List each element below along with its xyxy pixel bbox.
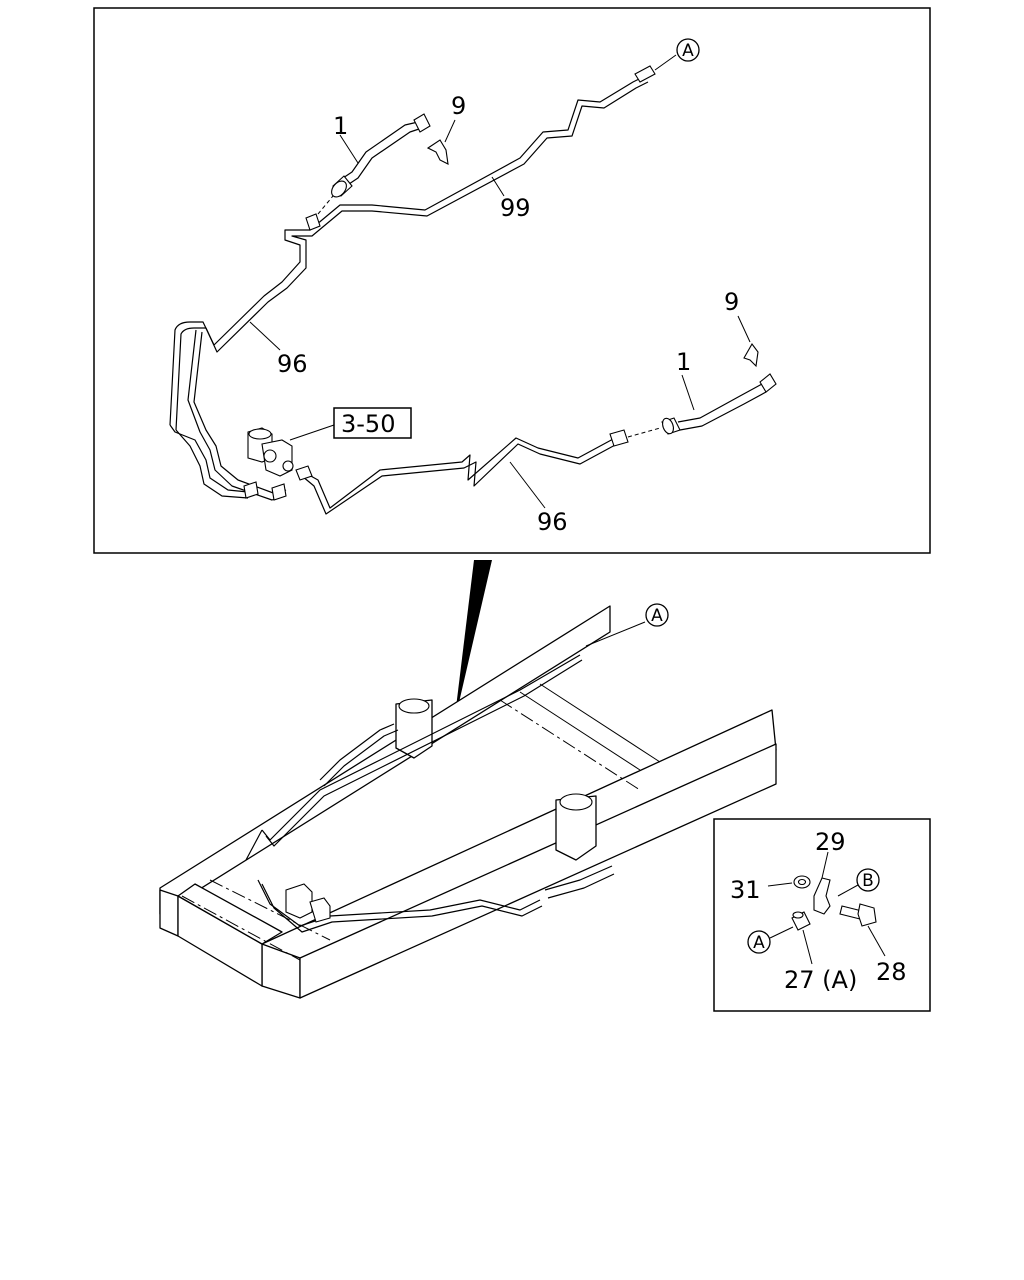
hose-1-upper-end	[413, 113, 431, 133]
pipe-99-end-fitting	[634, 65, 656, 83]
leader-96-left	[249, 321, 281, 351]
chassis-frame	[159, 605, 777, 999]
ref-box-label: 3-50	[341, 410, 395, 438]
label-1-lower: 1	[676, 348, 691, 376]
label-31: 31	[730, 876, 761, 904]
top-detail-panel: 1 9 99 96 1 9 96 3-50 A	[93, 7, 931, 554]
proportioning-valve	[247, 424, 335, 481]
label-9-upper: 9	[451, 92, 466, 120]
circle-a-inset: A	[747, 930, 771, 954]
leader-circle-b	[837, 884, 859, 897]
circle-b-label: B	[862, 871, 874, 891]
mid-spring-bracket	[555, 795, 597, 861]
brake-pipe-96-left	[169, 329, 287, 501]
label-29: 29	[815, 828, 846, 856]
pipe-96-lower-nut	[609, 429, 629, 447]
flexible-hose-1-lower	[661, 373, 777, 435]
label-9-lower: 9	[724, 288, 739, 316]
inset-border	[713, 818, 931, 1012]
leader-99	[491, 176, 505, 197]
part-31-nut	[767, 875, 811, 889]
circle-b-inset: B	[856, 868, 880, 892]
flexible-hose-1-upper	[305, 113, 431, 231]
inset-panel: 29 31 27 (A) 28 B A	[713, 818, 931, 1012]
brake-pipe-99	[169, 54, 677, 431]
label-28: 28	[876, 958, 907, 986]
circle-a-inset-label: A	[753, 933, 765, 953]
clip-9-lower	[737, 315, 759, 368]
pipe-96-left-nut	[243, 481, 259, 499]
circle-a-top-label: A	[682, 41, 694, 61]
label-1-upper: 1	[333, 112, 348, 140]
ref-box-3-50: 3-50	[333, 407, 412, 439]
part-28-bolt	[839, 903, 886, 957]
hose-1-upper-nut	[305, 213, 321, 231]
hose-1-lower-end	[759, 373, 777, 393]
circle-a-frame-label: A	[651, 606, 663, 626]
label-96-lower: 96	[537, 508, 568, 536]
part-29-clamp	[813, 851, 831, 915]
label-96-left: 96	[277, 350, 308, 378]
label-99: 99	[500, 194, 531, 222]
part-27-sleeve	[769, 911, 813, 965]
top-panel-border	[93, 7, 931, 554]
pipe-96-left-nut-2	[271, 483, 287, 501]
brake-pipe-96-lower	[299, 427, 661, 515]
circle-a-frame: A	[645, 603, 669, 627]
circle-a-top: A	[676, 38, 700, 62]
label-27a: 27 (A)	[784, 966, 857, 994]
upper-spring-bracket	[395, 699, 433, 759]
detail-pointer	[454, 560, 492, 724]
clip-9-upper	[426, 119, 456, 165]
leader-96-lower	[509, 461, 546, 509]
